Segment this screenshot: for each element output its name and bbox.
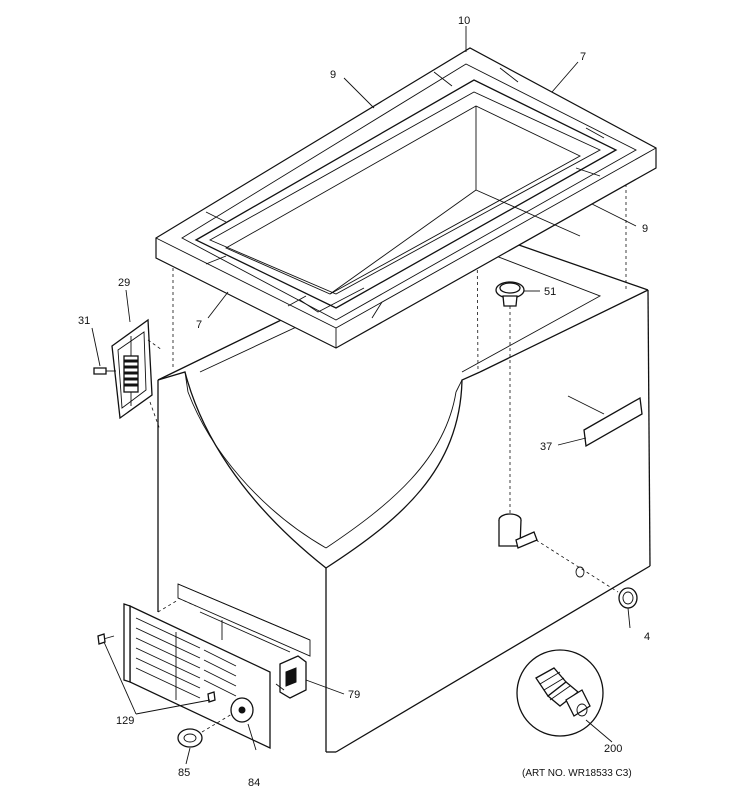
- callout-79: 79: [348, 689, 360, 701]
- callout-31: 31: [78, 315, 90, 327]
- drain-fitting-detail: [516, 649, 604, 737]
- lid-hinge: [93, 318, 163, 431]
- callout-200: 200: [604, 743, 622, 755]
- nameplate: [567, 395, 643, 448]
- callout-84: 84: [248, 777, 260, 789]
- temperature-control: [275, 655, 307, 699]
- callout-129: 129: [116, 715, 134, 727]
- access-grille: [97, 583, 311, 750]
- leader-lines: [91, 26, 637, 765]
- callout-10: 10: [458, 15, 470, 27]
- lid-gasket-frame: [155, 47, 657, 349]
- callout-85: 85: [178, 767, 190, 779]
- art-number: (ART NO. WR18533 C3): [522, 768, 632, 779]
- callout-37: 37: [540, 441, 552, 453]
- callout-9-top: 9: [330, 69, 336, 81]
- callout-7-top: 7: [580, 51, 586, 63]
- callout-9-right: 9: [642, 223, 648, 235]
- callout-7-left: 7: [196, 319, 202, 331]
- control-knob: [177, 713, 233, 748]
- callout-4: 4: [644, 631, 650, 643]
- drain-plug-assembly: [495, 281, 638, 609]
- freezer-cabinet: [157, 77, 651, 753]
- callout-labels: 10 7 9 9 29 31 7 51 37 4 79 129 85 84 20…: [78, 15, 650, 789]
- callout-51: 51: [544, 286, 556, 298]
- callout-29: 29: [118, 277, 130, 289]
